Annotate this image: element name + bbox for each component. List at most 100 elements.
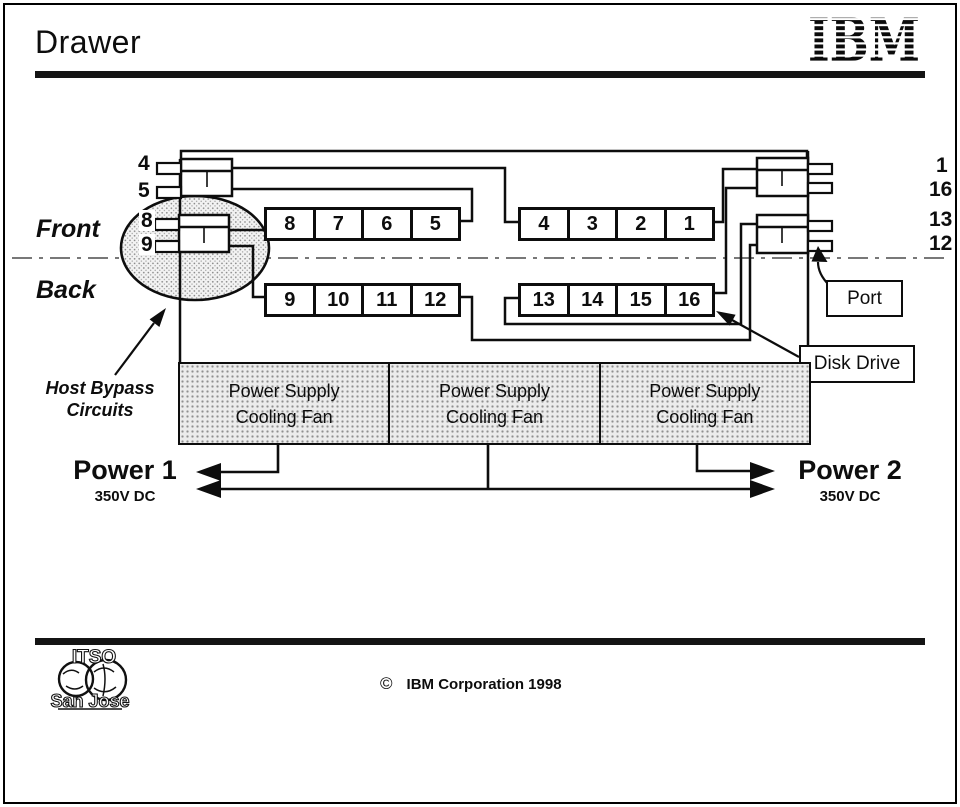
- disk-cell: 11: [361, 286, 410, 314]
- power-wires: [219, 444, 752, 491]
- disk-drive-callout-label: Disk Drive: [813, 353, 901, 374]
- wire-disk1-to-port1: [714, 167, 757, 224]
- arrowhead-right-lower: [750, 480, 775, 498]
- power1-label: Power 1 350V DC: [60, 455, 190, 506]
- disk-cell: 6: [361, 210, 410, 238]
- disk-cell: 7: [312, 210, 362, 238]
- disk-drive-arrowhead: [716, 311, 736, 326]
- cooling-fan-line2: Cooling Fan: [445, 406, 544, 427]
- disk-row-back-right: 13 14 15 16: [518, 283, 715, 317]
- disk-cell: 16: [663, 286, 713, 314]
- connector-ports-8-9: [177, 213, 231, 254]
- page-border: [3, 3, 957, 804]
- power2-voltage: 350V DC: [819, 488, 881, 506]
- wire-a-to-disk5: [232, 187, 474, 223]
- disk-cell: 5: [409, 210, 459, 238]
- power-supply-line1: Power Supply: [438, 380, 551, 401]
- host-bypass-line1: Host Bypass: [45, 378, 155, 398]
- bypass-connectors: [177, 156, 810, 255]
- power1-voltage: 350V DC: [94, 488, 156, 506]
- disk-cell: 13: [532, 288, 555, 311]
- cooling-fan-line2: Cooling Fan: [235, 406, 333, 427]
- front-label: Front: [36, 215, 100, 243]
- title-rule: [35, 71, 925, 78]
- port-callout-box: Port: [826, 280, 903, 317]
- itso-globe-detail: [62, 663, 117, 697]
- port-label-16: 16: [929, 178, 953, 201]
- wire-top-loop: [179, 149, 809, 159]
- disk-cell: 8: [284, 212, 296, 235]
- connector-ports-13-12: [755, 213, 810, 255]
- host-bypass-arrow-line: [114, 322, 155, 376]
- power2-name: Power 2: [798, 455, 902, 485]
- tab-port-8: [153, 217, 181, 232]
- wire-ps1-to-power1: [219, 444, 280, 474]
- power2-label: Power 2 350V DC: [785, 455, 915, 506]
- ibm-logo-text: IBM: [808, 14, 920, 64]
- disk-row-front-left: 8 7 6 5: [264, 207, 461, 241]
- tab-port-16: [806, 181, 834, 195]
- tab-port-4: [155, 161, 183, 176]
- disk-cell: 12: [409, 286, 459, 314]
- disk-cell: 15: [615, 286, 664, 314]
- host-bypass-arrowhead: [149, 308, 166, 327]
- arrowhead-left-upper: [196, 463, 221, 481]
- wire-ps3-to-power2: [695, 444, 752, 473]
- wire-port16-to-disk16: [714, 186, 757, 295]
- itso-logo-bottom-text: San Jose: [50, 691, 129, 711]
- disk-row-front-right: 4 3 2 1: [518, 207, 715, 241]
- port-label-4: 4: [138, 152, 150, 175]
- disk-row-back-left: 9 10 11 12: [264, 283, 461, 317]
- disk-drive-arrow-line: [731, 319, 800, 358]
- footer-rule: [35, 638, 925, 645]
- itso-logo-top-text: ITSO: [72, 648, 116, 668]
- disk-cell: 9: [284, 288, 296, 311]
- disk-cell: 4: [538, 212, 550, 235]
- disk-cell: 14: [566, 286, 616, 314]
- wire-b-to-disk9: [229, 244, 264, 299]
- power-supply-line1: Power Supply: [228, 380, 340, 401]
- wire-port12-to-disk12: [461, 243, 757, 342]
- ibm-logo: IBM: [808, 14, 920, 64]
- disk-cell: 1: [663, 210, 713, 238]
- connector-ports-4-5: [179, 157, 234, 198]
- tab-port-13: [806, 219, 834, 233]
- power-arrowheads: [196, 462, 775, 498]
- itso-logo: ITSO San Jose: [50, 648, 130, 712]
- arrowhead-left-lower: [196, 480, 221, 498]
- disk-drive-callout-box: Disk Drive: [799, 345, 915, 383]
- tab-port-1: [806, 162, 834, 176]
- wire-a-to-disk4: [232, 166, 518, 224]
- cooling-fan-line2: Cooling Fan: [656, 406, 754, 427]
- port-label-5: 5: [138, 179, 150, 202]
- port-arrowhead: [811, 246, 828, 262]
- power-supply-band: Power Supply Cooling Fan Power Supply Co…: [178, 362, 811, 445]
- copyright-symbol: ©: [380, 674, 393, 693]
- tab-port-5: [155, 185, 183, 200]
- callout-arrows: [114, 246, 830, 376]
- itso-globe-left: [57, 660, 95, 698]
- connector-ports-1-16: [755, 156, 810, 198]
- port-label-12: 12: [929, 232, 953, 255]
- port-label-9: 9: [139, 233, 155, 256]
- port-label-13: 13: [929, 208, 953, 231]
- port-tabs: [153, 161, 834, 254]
- disk-cell: 10: [312, 286, 362, 314]
- power-supply-section-2: Power Supply Cooling Fan: [388, 364, 598, 443]
- disk-cell: 3: [566, 210, 616, 238]
- host-bypass-label: Host Bypass Circuits: [26, 377, 174, 421]
- page-title: Drawer: [35, 24, 142, 60]
- port-label-8: 8: [139, 209, 155, 232]
- wire-port13-to-disk13: [503, 222, 757, 326]
- port-callout-label: Port: [847, 287, 882, 309]
- loop-wires: [179, 149, 809, 342]
- power1-name: Power 1: [73, 455, 177, 485]
- power-supply-section-3: Power Supply Cooling Fan: [598, 364, 809, 443]
- itso-globe-right: [84, 658, 128, 702]
- power-supply-line1: Power Supply: [649, 380, 761, 401]
- port-label-1: 1: [936, 154, 948, 177]
- arrowhead-right-upper: [750, 462, 775, 480]
- drawer-outline: [178, 151, 810, 362]
- copyright-line: © IBM Corporation 1998: [380, 674, 562, 694]
